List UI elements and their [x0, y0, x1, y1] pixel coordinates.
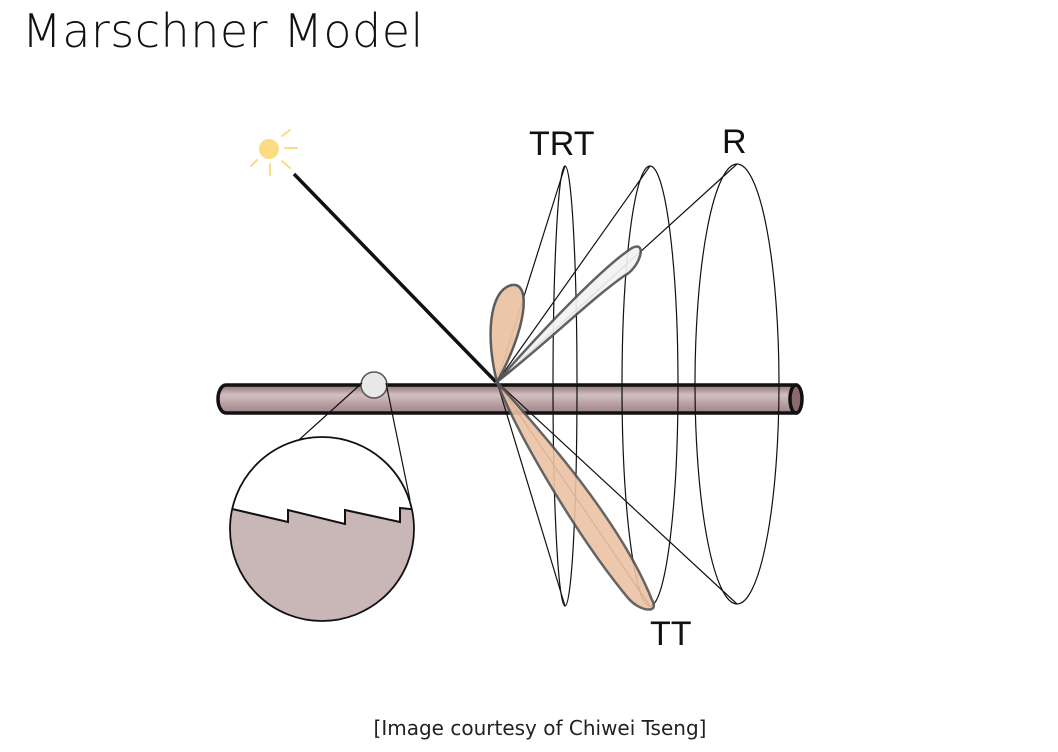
trt-lobe: [489, 283, 525, 386]
incident-ray: [292, 172, 498, 384]
label-r: R: [722, 123, 747, 161]
label-tt: TT: [650, 615, 692, 653]
r-lobe: [496, 245, 642, 383]
cuticle-magnifier: [229, 371, 415, 622]
slide-title: Marschner Model: [22, 4, 424, 58]
tt-lobe: [495, 381, 655, 611]
image-caption: [Image courtesy of Chiwei Tseng]: [373, 716, 707, 740]
label-trt: TRT: [529, 125, 594, 163]
sun-icon: [250, 129, 298, 176]
